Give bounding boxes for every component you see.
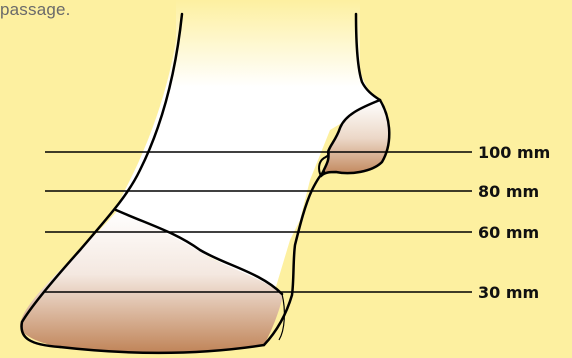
level-label-60: 60 mm xyxy=(478,223,539,242)
level-label-80: 80 mm xyxy=(478,182,539,201)
level-label-100: 100 mm xyxy=(478,143,550,162)
level-label-30: 30 mm xyxy=(478,283,539,302)
